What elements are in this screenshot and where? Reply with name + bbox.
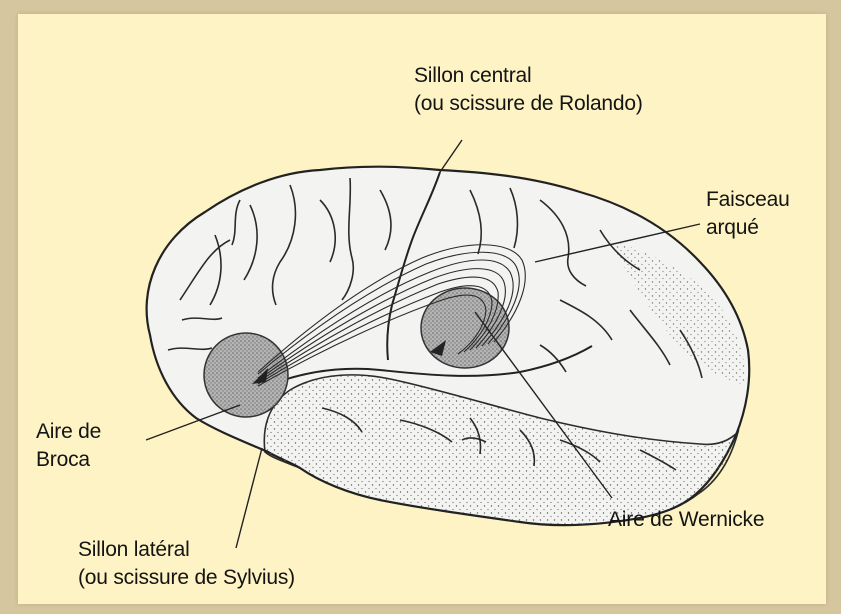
leader-sillon-lateral	[236, 448, 262, 548]
label-broca-line1: Aire de	[36, 418, 101, 446]
label-faisceau-arque: Faisceau arqué	[706, 186, 790, 242]
broca-area	[204, 333, 288, 417]
leader-sillon-central	[440, 140, 462, 172]
label-sillon-central-line2: (ou scissure de Rolando)	[414, 90, 643, 118]
label-wernicke-line1: Aire de Wernicke	[608, 506, 764, 534]
label-faisceau-line2: arqué	[706, 214, 790, 242]
label-sillon-central-line1: Sillon central	[414, 62, 643, 90]
label-faisceau-line1: Faisceau	[706, 186, 790, 214]
label-aire-wernicke: Aire de Wernicke	[608, 506, 764, 534]
label-sillon-lateral: Sillon latéral (ou scissure de Sylvius)	[78, 536, 295, 592]
label-sillon-central: Sillon central (ou scissure de Rolando)	[414, 62, 643, 118]
label-sillon-lateral-line1: Sillon latéral	[78, 536, 295, 564]
label-sillon-lateral-line2: (ou scissure de Sylvius)	[78, 564, 295, 592]
label-aire-broca: Aire de Broca	[36, 418, 101, 474]
label-broca-line2: Broca	[36, 446, 101, 474]
